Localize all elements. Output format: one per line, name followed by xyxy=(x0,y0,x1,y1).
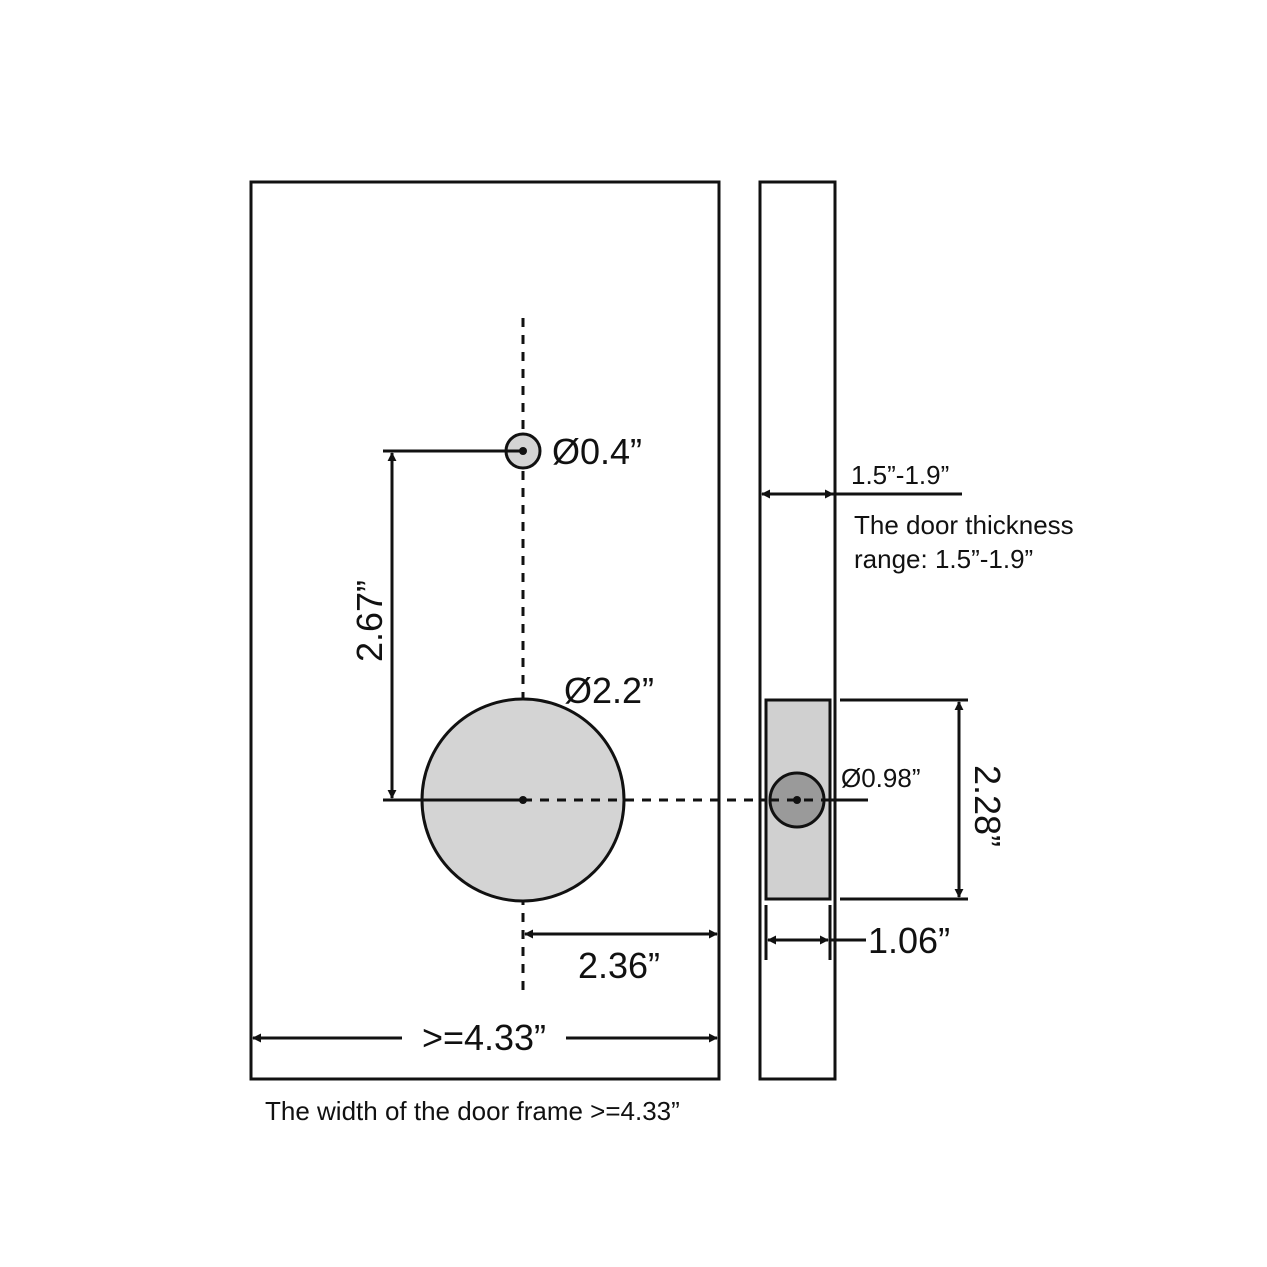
big-hole-center xyxy=(519,796,527,804)
thickness-label: 1.5”-1.9” xyxy=(851,460,949,490)
small-hole-center xyxy=(519,447,527,455)
door-face-outline xyxy=(249,180,721,1081)
edge-hole-label: Ø0.98” xyxy=(841,763,921,793)
thickness-note-line1: The door thickness xyxy=(854,510,1074,540)
edge-hole-center xyxy=(793,796,801,804)
plate-height-label: 2.28” xyxy=(967,765,1008,847)
small-hole-label: Ø0.4” xyxy=(552,431,642,472)
frame-width-note: The width of the door frame >=4.33” xyxy=(265,1096,680,1126)
thickness-note-line2: range: 1.5”-1.9” xyxy=(854,544,1033,574)
big-hole-label: Ø2.2” xyxy=(564,670,654,711)
plate-width-label: 1.06” xyxy=(868,920,950,961)
backset-label: 2.36” xyxy=(578,945,660,986)
vertical-distance-label: 2.67” xyxy=(349,580,390,662)
frame-width-label: >=4.33” xyxy=(422,1017,546,1058)
door-edge-outline xyxy=(758,180,837,1081)
